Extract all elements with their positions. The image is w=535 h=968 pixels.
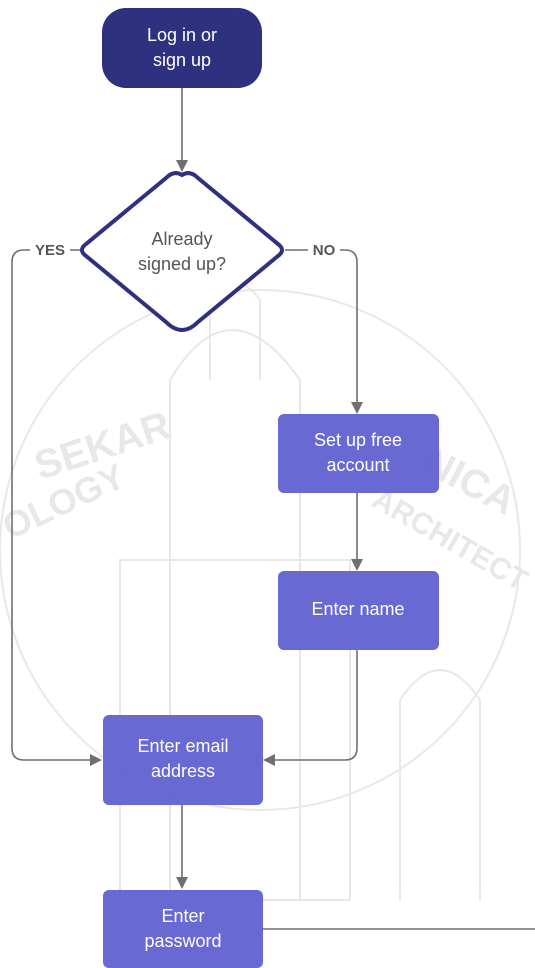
node-setup-account[interactable]: Set up free account — [278, 414, 439, 493]
node-decision[interactable]: Already signed up? — [80, 171, 284, 333]
start-shape — [102, 8, 262, 88]
decision-label-line1: Already — [151, 229, 212, 249]
watermark-right-tower-shape — [399, 669, 481, 900]
no-label: NO — [313, 242, 336, 259]
watermark-seal-ring — [0, 289, 521, 811]
decision-label-line2: signed up? — [138, 254, 226, 274]
watermark: SEKAR OLOGY NICA ARCHITECT — [0, 281, 533, 901]
email-label-line1: Enter email — [137, 736, 228, 756]
start-label-line2: sign up — [153, 50, 211, 70]
setup-shape — [278, 414, 439, 493]
node-enter-email[interactable]: Enter email address — [103, 715, 263, 805]
yes-label-background — [30, 240, 70, 260]
name-label: Enter name — [311, 599, 404, 619]
watermark-tower-shape — [169, 329, 301, 900]
setup-label-line1: Set up free — [314, 430, 402, 450]
setup-label-line2: account — [326, 455, 389, 475]
edges — [11, 88, 535, 930]
password-label-line1: Enter — [161, 906, 204, 926]
edge-no-to-setup — [285, 249, 363, 414]
node-enter-password[interactable]: Enter password — [103, 890, 263, 968]
edge-name-to-email — [263, 650, 358, 766]
name-shape — [278, 571, 439, 650]
node-start[interactable]: Log in or sign up — [102, 8, 262, 88]
yes-label: YES — [35, 242, 65, 259]
password-label-line2: password — [144, 931, 221, 951]
email-shape — [103, 715, 263, 805]
start-label-line1: Log in or — [147, 25, 217, 45]
password-shape — [103, 890, 263, 968]
decision-shape — [80, 171, 284, 333]
edge-yes-to-email — [11, 249, 102, 766]
no-label-background — [308, 240, 340, 260]
node-enter-name[interactable]: Enter name — [278, 571, 439, 650]
email-label-line2: address — [151, 761, 215, 781]
